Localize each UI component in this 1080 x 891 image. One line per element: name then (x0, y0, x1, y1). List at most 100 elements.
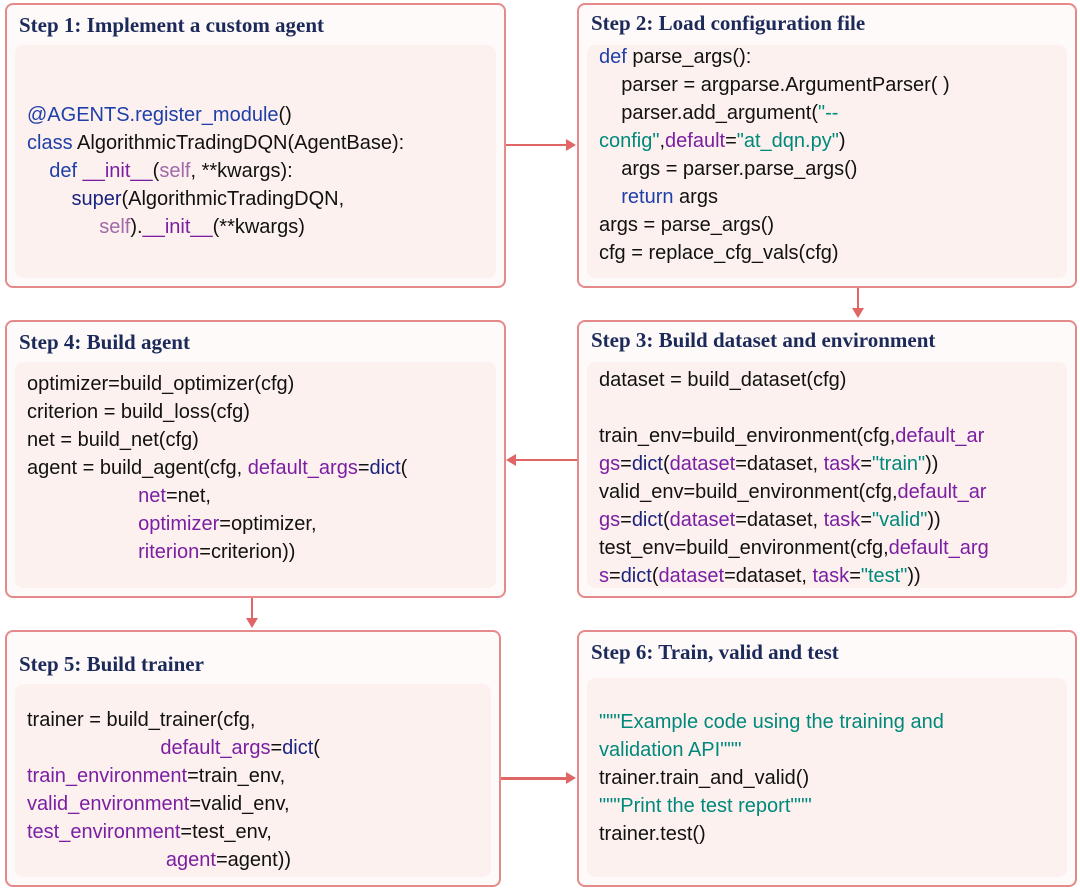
code-token: AlgorithmicTradingDQN(AgentBase): (77, 132, 405, 154)
code-token: "test" (860, 565, 908, 587)
code-block: @AGENTS.register_module()class Algorithm… (27, 101, 404, 241)
code-token: optimizer (27, 513, 220, 535)
code-token: =criterion)) (199, 541, 296, 563)
code-token: (**kwargs) (212, 216, 305, 238)
code-line: agent=agent)) (27, 846, 320, 874)
code-line: valid_env=build_environment(cfg,default_… (599, 478, 989, 506)
code-line: default_args=dict( (27, 734, 320, 762)
code-token: __init__ (142, 216, 213, 238)
code-token: = (270, 737, 283, 759)
step-title: Step 1: Implement a custom agent (19, 13, 325, 37)
code-token: criterion = build_loss(cfg) (27, 401, 250, 423)
step-title: Step 5: Build trainer (19, 652, 204, 676)
code-line: optimizer=optimizer, (27, 510, 407, 538)
code-token: ( (313, 737, 320, 759)
step5-box: Step 5: Build trainer trainer = build_tr… (5, 630, 501, 887)
code-line: validation API""" (599, 736, 944, 764)
code-line: parser = argparse.ArgumentParser( ) (599, 71, 949, 99)
code-line: parser.add_argument("-- (599, 99, 950, 127)
code-token: task (823, 509, 861, 531)
code-token: args = parser.parse_args() (599, 158, 858, 180)
code-token: "-- (818, 102, 839, 124)
code-panel (587, 362, 1067, 588)
code-token: net = build_net(cfg) (27, 429, 199, 451)
code-line: valid_environment=valid_env, (27, 790, 320, 818)
code-token: parser.add_argument( (599, 102, 819, 124)
code-token: gs (599, 453, 621, 475)
step1-box: Step 1: Implement a custom agent @AGENTS… (5, 3, 506, 288)
code-token: ( (152, 160, 160, 182)
code-token: task (812, 565, 850, 587)
code-token: = (860, 453, 872, 475)
code-token: """Print the test report""" (599, 795, 812, 817)
code-token: optimizer=build_optimizer(cfg) (27, 373, 295, 395)
code-token: super (27, 188, 122, 210)
step3-box: Step 3: Build dataset and environment da… (577, 320, 1077, 598)
code-token: )) (927, 509, 941, 531)
code-line: """Print the test report""" (599, 792, 944, 820)
code-line: optimizer=build_optimizer(cfg) (27, 370, 407, 398)
code-token: "at_dqn.py" (736, 130, 839, 152)
code-token: validation API""" (599, 739, 742, 761)
code-token: ( (662, 453, 670, 475)
code-token: dict (282, 737, 314, 759)
code-token: agent = build_agent(cfg, (27, 457, 248, 479)
code-line: criterion = build_loss(cfg) (27, 398, 407, 426)
code-token: train_environment (27, 765, 188, 787)
code-line: net = build_net(cfg) (27, 426, 407, 454)
code-token: args (679, 186, 718, 208)
code-token: =agent)) (215, 849, 292, 871)
code-line: trainer.train_and_valid() (599, 764, 944, 792)
code-token: dict (620, 565, 652, 587)
code-block: dataset = build_dataset(cfg) train_env=b… (599, 366, 989, 590)
code-token: task (823, 453, 861, 475)
code-token: =valid_env, (189, 793, 290, 815)
code-line: net=net, (27, 482, 407, 510)
code-token: dataset = build_dataset(cfg) (599, 369, 847, 391)
code-line: return args (599, 183, 950, 211)
code-token: def (599, 46, 633, 68)
code-line: args = parser.parse_args() (599, 155, 950, 183)
code-token (599, 397, 605, 419)
code-line: class AlgorithmicTradingDQN(AgentBase): (27, 129, 404, 157)
code-block: optimizer=build_optimizer(cfg) criterion … (27, 370, 407, 566)
code-token: self (159, 160, 191, 182)
code-token: =optimizer, (219, 513, 317, 535)
code-token: trainer.train_and_valid() (599, 767, 810, 789)
code-line: s=dict(dataset=dataset, task="test")) (599, 562, 989, 590)
code-token: = (860, 509, 872, 531)
code-line: args = parse_args() (599, 211, 950, 239)
code-token: def (27, 160, 83, 182)
step4-box: Step 4: Build agent optimizer=build_opti… (5, 320, 506, 598)
code-token: dataset (669, 509, 736, 531)
code-line: def parse_args(): (599, 43, 950, 71)
step6-box: Step 6: Train, valid and test """Example… (577, 630, 1077, 887)
code-line: train_environment=train_env, (27, 762, 320, 790)
code-token: class (27, 132, 78, 154)
code-token: "train" (872, 453, 926, 475)
code-line: train_env=build_environment(cfg,default_… (599, 422, 989, 450)
code-token: net (27, 485, 166, 507)
code-line: gs=dict(dataset=dataset, task="valid")) (599, 506, 989, 534)
code-token: = (620, 453, 632, 475)
code-panel (15, 45, 496, 278)
code-token: default_args (247, 457, 358, 479)
code-line: riterion=criterion)) (27, 538, 407, 566)
code-block: def parse_args(): parser = argparse.Argu… (599, 43, 950, 267)
code-token: )) (907, 565, 921, 587)
code-token: ( (662, 509, 670, 531)
code-token: =dataset, (735, 453, 824, 475)
code-token: , (659, 130, 666, 152)
code-token: =test_env, (180, 821, 272, 843)
code-token: default_arg (888, 537, 989, 559)
code-token: , **kwargs): (190, 160, 293, 182)
code-line: test_environment=test_env, (27, 818, 320, 846)
code-token: ( (651, 565, 659, 587)
code-token: gs (599, 509, 621, 531)
code-token: valid_env=build_environment(cfg, (599, 481, 898, 503)
code-token: = (849, 565, 861, 587)
code-token: = (725, 130, 737, 152)
code-token: "valid" (872, 509, 928, 531)
code-token: ) (838, 130, 846, 152)
code-token: __init__ (82, 160, 153, 182)
